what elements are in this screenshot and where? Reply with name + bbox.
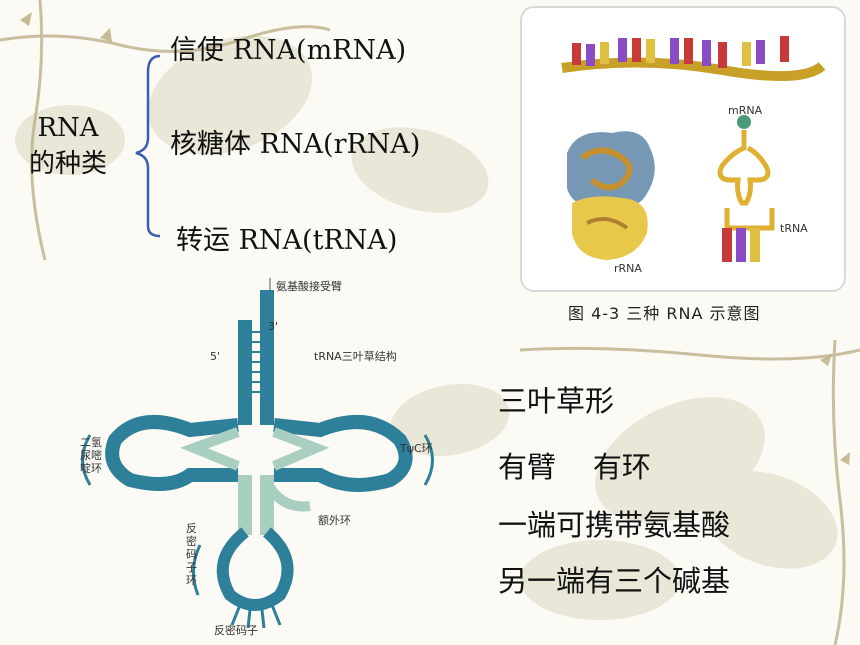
diagram-extra-loop: 额外环 [318, 514, 351, 527]
diagram-five-prime: 5' [210, 350, 221, 363]
diagram-three-prime: 3' [268, 320, 279, 333]
feature-three-bases: 另一端有三个碱基 [498, 564, 731, 598]
rna-type-rrna: 核糖体 RNA(rRNA) [170, 129, 421, 160]
rna-type-mrna: 信使 RNA(mRNA) [170, 35, 407, 66]
diagram-t-loop: TψC环 [400, 442, 433, 455]
diagram-title: tRNA三叶草结构 [314, 350, 397, 363]
diagram-anticodon: 反密码子 [214, 624, 258, 637]
label-mrna: mRNA [728, 104, 763, 117]
diagram-acceptor-arm: 氨基酸接受臂 [276, 280, 342, 293]
rna-types-label: RNA 的种类 [18, 110, 118, 182]
feature-shape: 三叶草形 [498, 384, 615, 418]
feature-arms-loops: 有臂 有环 [498, 450, 651, 484]
three-rna-figure: mRNA tRNA rRNA [520, 6, 846, 292]
three-rna-illustration [561, 36, 826, 262]
rna-type-trna: 转运 RNA(tRNA) [176, 225, 398, 256]
label-trna-left: rRNA [614, 262, 642, 275]
feature-amino-acid-end: 一端可携带氨基酸 [498, 508, 731, 542]
label-trna-right: tRNA [780, 222, 808, 235]
rna-types-label-line2: 的种类 [28, 149, 107, 179]
curly-brace [135, 54, 161, 238]
diagram-anticodon-loop: 反密码子环 [186, 522, 197, 587]
diagram-d-loop: 二氢尿嘧啶环 [80, 436, 102, 475]
figure-caption: 图 4-3 三种 RNA 示意图 [568, 304, 761, 323]
rna-types-label-line1: RNA [37, 113, 99, 143]
trna-cloverleaf-diagram [81, 278, 434, 629]
